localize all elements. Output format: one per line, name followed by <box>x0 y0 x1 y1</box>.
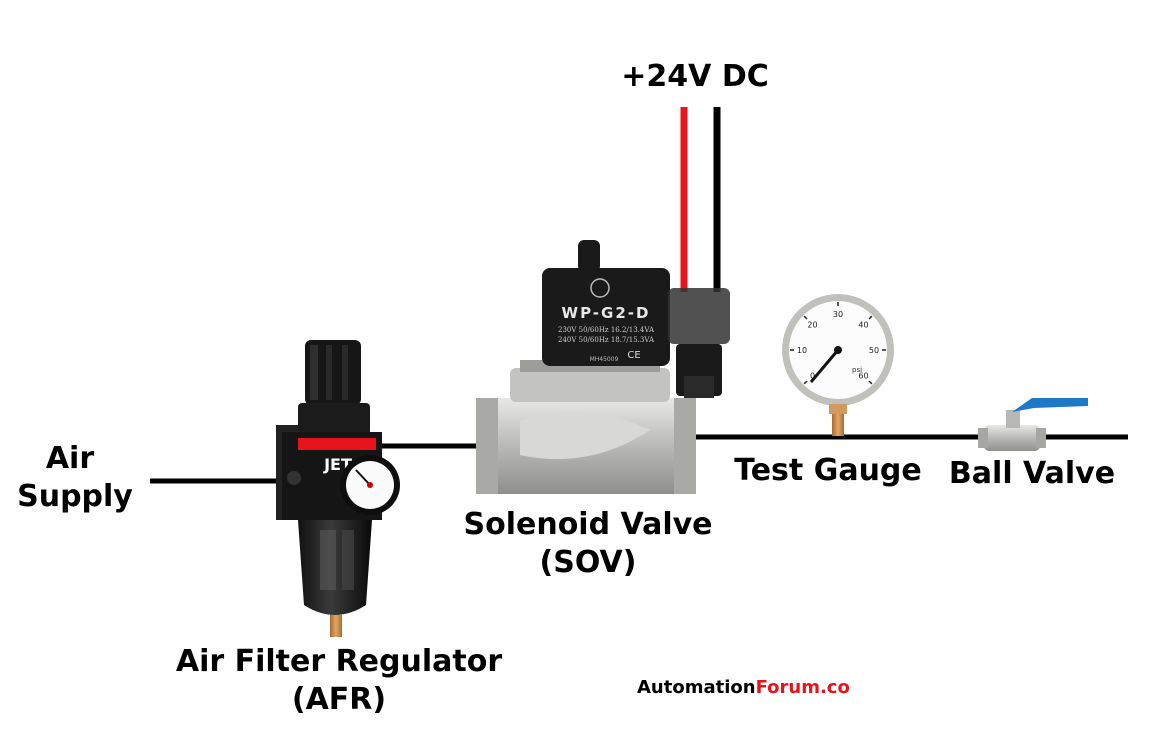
watermark: AutomationForum.co <box>637 677 850 698</box>
gauge-tick-label: 60 <box>858 372 868 381</box>
afr-label-line1: Air Filter Regulator <box>175 644 503 679</box>
watermark-part1: Automation <box>637 677 756 698</box>
air-supply-label: Air Supply <box>10 440 140 515</box>
afr-label-line2: (AFR) <box>291 681 387 717</box>
gauge-tick-label: 10 <box>797 346 807 355</box>
coil-rating-2: 240V 50/60Hz 18.7/15.3VA <box>558 336 655 344</box>
coil-ce-mark: CE <box>627 350 640 361</box>
air-filter-regulator: JET <box>276 340 400 637</box>
sov-label: Solenoid Valve (SOV) <box>452 506 724 581</box>
solenoid-valve: WP-G2-D 230V 50/60Hz 16.2/13.4VA 240V 50… <box>476 240 730 494</box>
afr-label: Air Filter Regulator (AFR) <box>165 643 513 718</box>
test-gauge: 0 10 20 30 40 50 60 psi <box>782 294 894 436</box>
gauge-tick-mark <box>868 315 873 320</box>
coil-code-text: MH45009 <box>590 356 619 363</box>
gauge-tick-label: 40 <box>858 321 868 330</box>
ball-valve-label: Ball Valve <box>948 456 1116 491</box>
gauge-tick-label: 0 <box>810 372 815 381</box>
test-gauge-label: Test Gauge <box>734 453 922 488</box>
coil-model-text: WP-G2-D <box>562 304 651 322</box>
gauge-tick-label: 30 <box>833 310 843 319</box>
gauge-tick-mark <box>803 380 808 385</box>
watermark-part2: Forum.co <box>755 677 850 698</box>
gauge-tick-mark <box>868 380 873 385</box>
sov-label-line1: Solenoid Valve <box>463 507 713 542</box>
gauge-tick-label: 20 <box>807 321 817 330</box>
gauge-tick-label: 50 <box>869 346 879 355</box>
sov-label-line2: (SOV) <box>539 544 637 580</box>
gauge-ticks: 0 10 20 30 40 50 60 <box>790 302 886 385</box>
ball-valve <box>978 398 1088 451</box>
coil-rating-1: 230V 50/60Hz 16.2/13.4VA <box>558 326 655 334</box>
gauge-tick-mark <box>803 315 808 320</box>
air-supply-label-line1: Air <box>45 441 95 476</box>
air-supply-label-line2: Supply <box>17 478 133 514</box>
supply-voltage-label: +24V DC <box>621 59 769 94</box>
gauge-unit-text: psi <box>852 366 862 374</box>
gauge-needle <box>809 349 840 383</box>
